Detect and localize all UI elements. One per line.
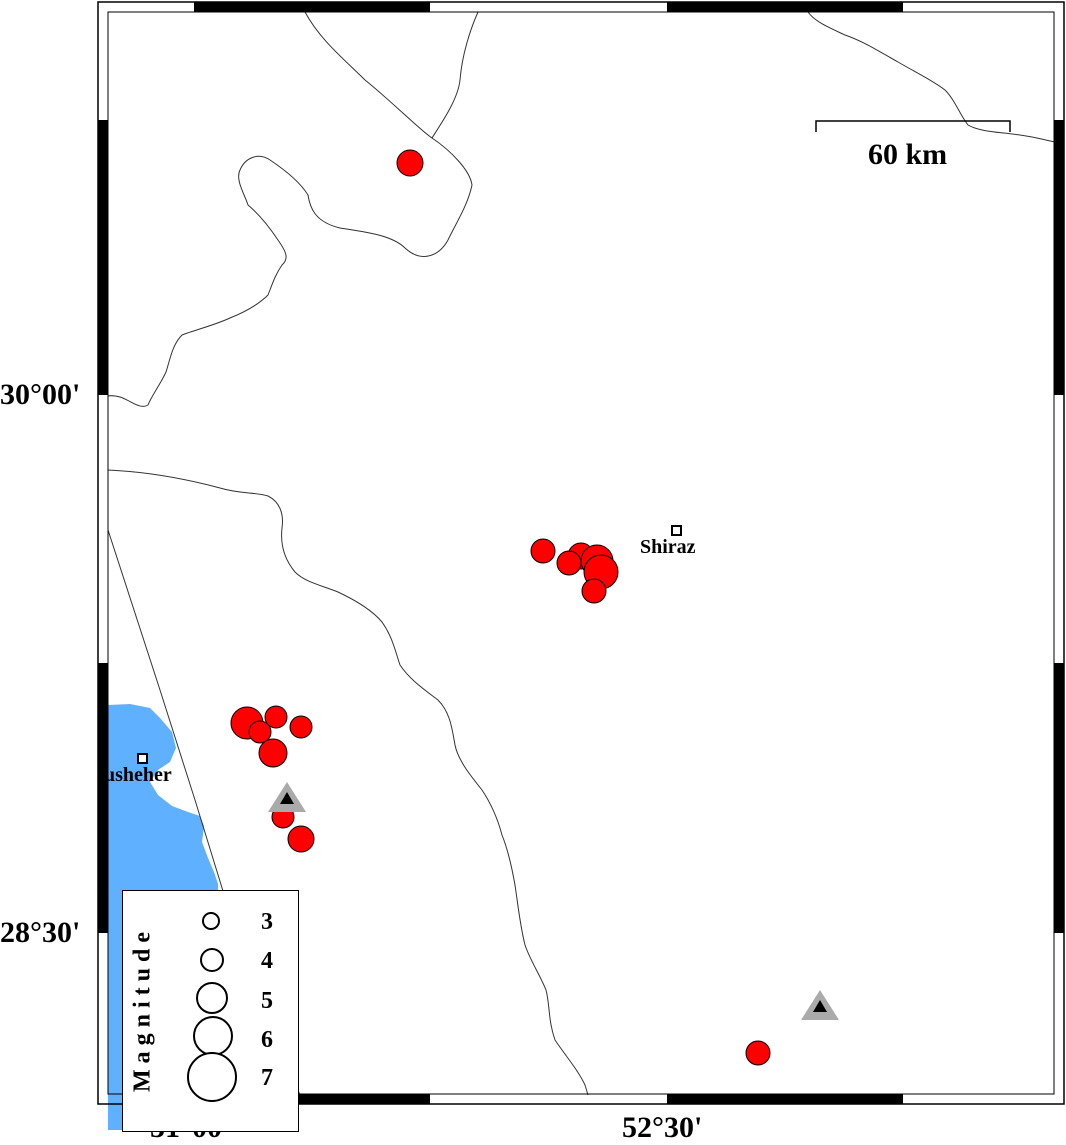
legend-circle-4 — [200, 948, 224, 972]
legend-circle-7 — [187, 1052, 237, 1102]
legend-circle-3 — [202, 912, 220, 930]
map-frame-inner — [107, 11, 1055, 1095]
earthquake-marker — [745, 1040, 771, 1066]
earthquake-marker — [289, 715, 313, 739]
frame-ticks — [98, 2, 1064, 1104]
lat-label-30-00: 30°00' — [0, 378, 81, 411]
earthquake-marker — [287, 825, 315, 853]
legend-value: 4 — [261, 948, 273, 974]
earthquake-marker — [264, 705, 288, 729]
scale-bar-label: 60 km — [868, 138, 948, 171]
legend-value: 6 — [261, 1027, 273, 1053]
scale-bar — [815, 120, 1011, 132]
legend-value: 3 — [261, 909, 273, 935]
lon-label-52-30: 52°30' — [622, 1111, 703, 1144]
earthquake-marker — [396, 149, 424, 177]
legend-value: 7 — [261, 1065, 273, 1091]
earthquake-marker — [530, 538, 556, 564]
city-marker-shiraz — [671, 525, 682, 536]
legend-title: Magnitude — [129, 925, 156, 1093]
map-frame-outer — [97, 1, 1065, 1105]
city-label-bushehr: usheher — [104, 764, 172, 786]
earthquake-marker — [556, 550, 582, 576]
city-marker-bushehr — [137, 753, 148, 764]
station-marker — [801, 990, 839, 1020]
magnitude-legend: Magnitude 3 4 5 6 7 — [122, 890, 299, 1132]
sea — [108, 704, 218, 1130]
earthquake-marker — [581, 578, 607, 604]
earthquake-marker — [258, 738, 288, 768]
city-label-shiraz: Shiraz — [640, 536, 696, 558]
station-marker — [268, 782, 306, 812]
legend-value: 5 — [261, 988, 273, 1014]
earthquake-marker — [248, 720, 272, 744]
legend-circle-5 — [196, 982, 228, 1014]
legend-circle-6 — [193, 1016, 233, 1056]
lat-label-28-30: 28°30' — [0, 916, 81, 949]
